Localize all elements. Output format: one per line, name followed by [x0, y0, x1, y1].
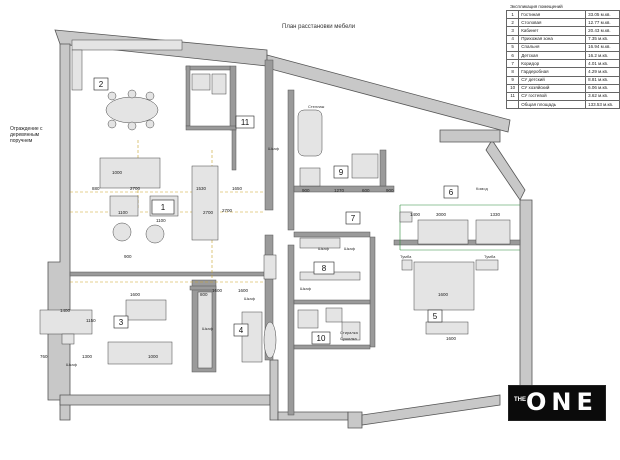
dim: 1600 [130, 292, 141, 297]
dim: 1100 [118, 210, 128, 215]
dim: 1530 [196, 186, 207, 191]
room-7-label: 7 [345, 211, 361, 225]
wardrobe-label: Шкаф [268, 146, 280, 151]
room-8-label: 8 [313, 261, 335, 275]
dim: 1100 [156, 218, 166, 223]
dim: 1600 [212, 288, 223, 293]
dimensions: 880 2700 1530 2700 1650 1100 1100 1400 1… [40, 170, 501, 359]
dim: 1000 [112, 170, 123, 175]
wardrobe-label: Шкаф [244, 296, 256, 301]
room-8-text: 8 [322, 264, 327, 273]
dim: 2700 [203, 210, 214, 215]
room-5-text: 5 [433, 312, 438, 321]
room-3-text: 3 [119, 318, 124, 327]
dim: 900 [124, 254, 132, 259]
rack-label: Стеллаж [308, 104, 325, 109]
dim: 1600 [446, 336, 457, 341]
room-4-text: 4 [239, 326, 244, 335]
room-labels: 1 2 3 4 5 6 7 8 9 10 11 [93, 77, 459, 345]
dim: 1150 [86, 318, 96, 323]
wardrobe-label: Шкаф [300, 286, 312, 291]
room-6-text: 6 [449, 188, 454, 197]
room-5-label: 5 [427, 309, 443, 323]
room-6-label: 6 [443, 185, 459, 199]
dim: 3000 [436, 212, 447, 217]
dim: 900 [302, 188, 310, 193]
dim: 900 [386, 188, 394, 193]
room-2-label: 2 [93, 77, 109, 91]
dim: 1300 [82, 354, 93, 359]
dim: 880 [92, 186, 100, 191]
room-9-label: 9 [333, 165, 349, 179]
dim: 1270 [334, 188, 345, 193]
washer-label: Стиралка [340, 330, 359, 335]
dim: 1650 [232, 186, 243, 191]
nightstand-label: Тумба [484, 254, 496, 259]
logo-one: ONE [526, 388, 598, 416]
dryer-label: Сушилка [340, 336, 358, 341]
dim: 1600 [438, 292, 449, 297]
brand-logo: THE ONE [508, 385, 606, 421]
wardrobe-label: Шкаф [202, 326, 214, 331]
railing-note: Ограждение с деревянным поручнем [10, 126, 58, 144]
dim: 1000 [148, 354, 159, 359]
dim: 1330 [490, 212, 501, 217]
room-9-text: 9 [339, 168, 344, 177]
wardrobe-label: Шкаф [318, 246, 330, 251]
dim: 1600 [238, 288, 249, 293]
room-2-text: 2 [99, 80, 104, 89]
room-10-text: 10 [317, 334, 326, 343]
dresser-label: Комод [476, 186, 488, 191]
dim: 2700 [222, 208, 233, 213]
room-1-text: 1 [161, 203, 166, 212]
dim: 600 [362, 188, 370, 193]
room-10-label: 10 [311, 331, 331, 345]
logo-the: THE [514, 397, 526, 403]
wardrobe-label: Шкаф [344, 246, 356, 251]
dim: 2700 [130, 186, 141, 191]
dim: 1400 [410, 212, 421, 217]
room-7-text: 7 [351, 214, 356, 223]
dim: 1400 [60, 308, 71, 313]
plan-title: План расстановки мебели [282, 24, 356, 30]
room-11-label: 11 [235, 115, 255, 129]
room-4-label: 4 [233, 323, 249, 337]
room-1-label: 1 [151, 199, 175, 215]
furniture [39, 39, 511, 369]
room-11-text: 11 [241, 118, 250, 127]
wardrobe-label: Шкаф [66, 362, 78, 367]
furniture-labels: Шкаф Шкаф Шкаф Шкаф Шкаф Шкаф Стеллаж Ко… [66, 104, 496, 367]
nightstand-label: Тумба [400, 254, 412, 259]
inner-walls [69, 59, 521, 416]
dim: 760 [40, 354, 48, 359]
room-3-label: 3 [113, 315, 129, 329]
explication-header: Экспликация помещений [510, 4, 563, 9]
dim: 800 [200, 292, 208, 297]
